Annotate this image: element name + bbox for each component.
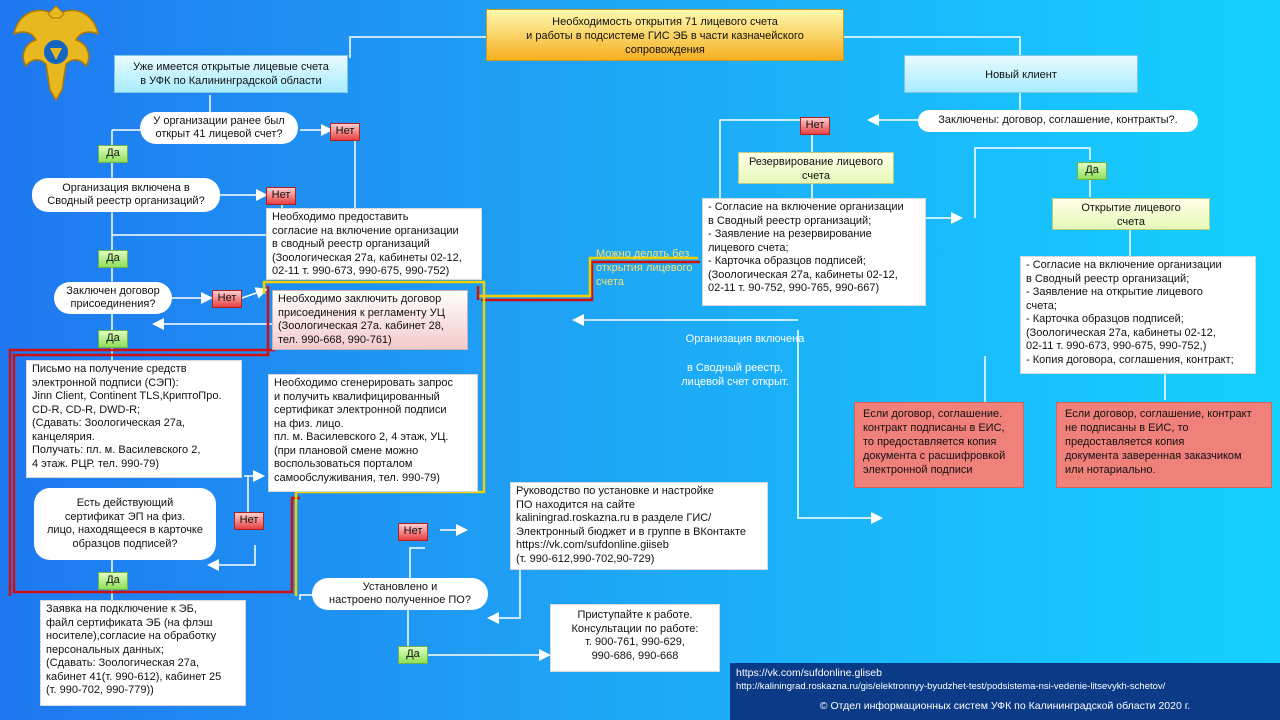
page-title: Необходимость открытия 71 лицевого счета… [486, 9, 844, 61]
yes-label: Да [398, 646, 428, 664]
box-reserve-documents: - Согласие на включение организации в Св… [702, 198, 926, 306]
note-eis-not-signed: Если договор, соглашение, контракт не по… [1056, 402, 1272, 488]
double-headed-eagle-emblem-icon [13, 5, 99, 102]
note-eis-signed: Если договор, соглашение. контракт подпи… [854, 402, 1024, 488]
note-without-account: Можно делать без открытия лицевого счета [596, 248, 693, 288]
right-header-new-client: Новый клиент [904, 55, 1138, 93]
note-org-included: Организация включена [685, 333, 805, 345]
no-label: Нет [266, 187, 296, 205]
yes-label: Да [98, 145, 128, 163]
no-label: Нет [800, 117, 830, 135]
open-account-title: Открытие лицевого счета [1052, 198, 1210, 230]
box-software-guide: Руководство по установке и настройке ПО … [510, 482, 768, 570]
no-label: Нет [212, 290, 242, 308]
question-contracts-signed: Заключены: договор, соглашение, контракт… [918, 110, 1198, 132]
box-sep-letter: Письмо на получение средств электронной … [26, 360, 242, 478]
box-reestr-consent: Необходимо предоставить согласие на вклю… [266, 208, 482, 280]
yes-label: Да [98, 572, 128, 590]
footer: https://vk.com/sufdonline.gliseb http://… [730, 663, 1280, 720]
question-dogovor-prisoedineniya: Заключен договор присоединения? [54, 282, 172, 314]
yes-label: Да [1077, 162, 1107, 180]
question-svodny-reestr: Организация включена в Сводный реестр ор… [32, 178, 220, 212]
note-account-opened: в Сводный реестр, лицевой счет открыт. [681, 362, 789, 388]
yes-label: Да [98, 330, 128, 348]
question-software-installed: Установлено и настроено полученное ПО? [312, 578, 488, 610]
reserve-account-title: Резервирование лицевого счета [738, 152, 894, 184]
yes-label: Да [98, 250, 128, 268]
question-ep-certificate: Есть действующий сертификат ЭП на физ. л… [34, 488, 216, 560]
box-eb-application: Заявка на подключение к ЭБ, файл сертифи… [40, 600, 246, 706]
box-certificate-request: Необходимо сгенерировать запрос и получи… [268, 374, 478, 492]
question-account-41: У организации ранее был открыт 41 лицево… [140, 112, 298, 144]
footer-link-vk[interactable]: https://vk.com/sufdonline.gliseb [736, 667, 882, 679]
box-open-documents: - Согласие на включение организации в Св… [1020, 256, 1256, 374]
no-label: Нет [330, 123, 360, 141]
box-start-work: Приступайте к работе. Консультации по ра… [550, 604, 720, 672]
box-dogovor-uc: Необходимо заключить договор присоединен… [272, 290, 468, 350]
left-header-existing-accounts: Уже имеется открытые лицевые счета в УФК… [114, 55, 348, 93]
footer-link-roskazna[interactable]: http://kaliningrad.roskazna.ru/gis/elekt… [736, 681, 1166, 692]
no-label: Нет [234, 512, 264, 530]
emblem-logo [10, 4, 102, 102]
footer-copyright: © Отдел информационных систем УФК по Кал… [819, 700, 1191, 712]
no-label: Нет [398, 523, 428, 541]
